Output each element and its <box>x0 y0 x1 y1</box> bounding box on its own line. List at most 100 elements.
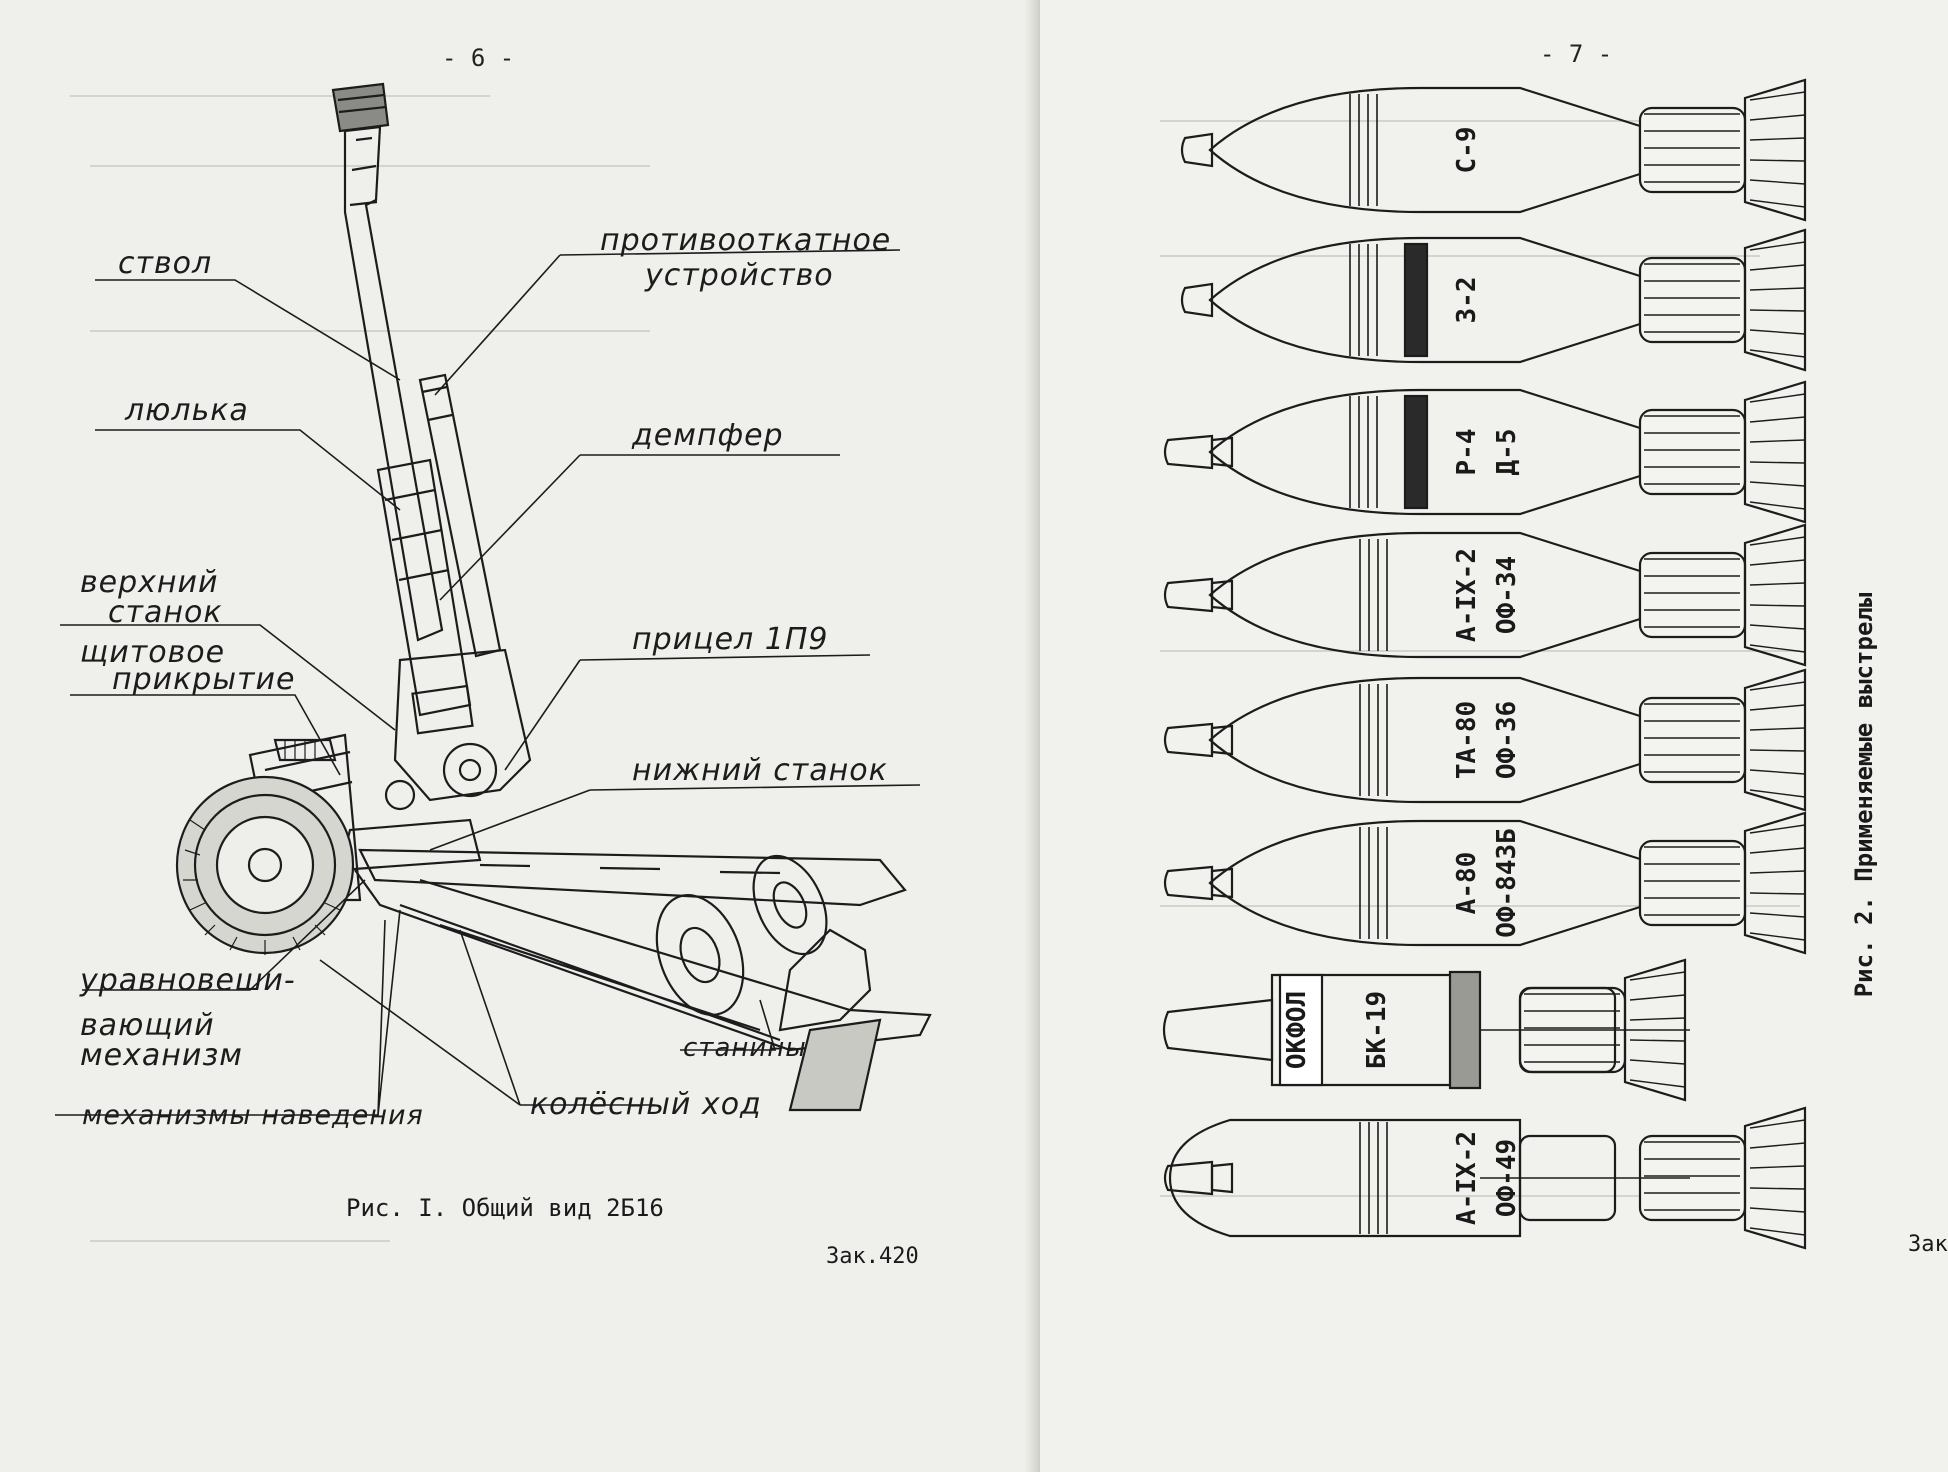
bleed-through-line <box>1160 650 1800 652</box>
shell-label-line1: БК-19 <box>1362 991 1392 1069</box>
bleed-through-line <box>1160 1195 1680 1197</box>
shell-band <box>1448 970 1482 1090</box>
shell-fin <box>1749 892 1806 895</box>
shell-fin <box>1749 287 1806 291</box>
shell-fin <box>1743 1106 1807 1250</box>
shell-fin <box>1749 393 1806 403</box>
shell-tail <box>1638 839 1747 927</box>
shell-fin <box>1749 704 1806 711</box>
shell-fin <box>1749 582 1806 586</box>
shell-fin <box>1749 1142 1806 1149</box>
shell-fin <box>1629 994 1686 1001</box>
bleed-through-line <box>70 95 490 97</box>
shell-fin <box>1749 241 1806 251</box>
figure-caption-right: Рис. 2. Применяемые выстрелы <box>1850 592 1878 997</box>
shell-fin <box>1743 380 1807 524</box>
shell-tail <box>1638 256 1747 344</box>
label-upper-line2: станок <box>108 595 223 630</box>
mortar-round: А-IX-2 ОФ-34 <box>1163 523 1807 667</box>
shell-fin <box>1749 1227 1806 1236</box>
shell-fin <box>1749 624 1806 630</box>
shell-fuze <box>1180 132 1214 168</box>
shell-tail <box>1638 408 1747 496</box>
shell-label-line1: С-9 <box>1452 127 1482 174</box>
shell-fin <box>1629 1079 1686 1088</box>
label-lower-carriage: нижний станок <box>632 753 888 788</box>
shell-label-line1: А-IX-2 <box>1452 548 1482 642</box>
shell-fuze <box>1162 998 1274 1062</box>
shell-fuze <box>1210 579 1234 611</box>
shell-label-line1: А-80 <box>1452 852 1482 915</box>
howitzer-drawing <box>55 82 932 1116</box>
shell-label-line1: А-IX-2 <box>1452 1131 1482 1225</box>
shell-fuze <box>1210 1162 1234 1194</box>
shell-fin <box>1749 439 1806 443</box>
shell-fin <box>1749 309 1806 312</box>
label-balance-line2: вающий <box>80 1008 215 1043</box>
shell-body <box>1208 676 1642 804</box>
shell-fin <box>1749 416 1806 423</box>
shell-body <box>1208 819 1642 947</box>
shell-fin <box>1749 769 1806 775</box>
barrel-outline <box>343 125 444 642</box>
bleed-through-line <box>90 330 650 332</box>
shell-fuze <box>1163 1160 1214 1196</box>
shell-fin <box>1749 91 1806 101</box>
shell-fuze <box>1210 867 1234 899</box>
shell-fin <box>1743 668 1807 812</box>
mortar-round: З-2 <box>1180 228 1807 372</box>
mortar-round: А-80 ОФ-843Б <box>1163 811 1807 955</box>
upper-carriage <box>393 648 532 802</box>
shell-fin <box>1749 536 1806 546</box>
shell-band <box>1403 394 1429 510</box>
shell-fin <box>1749 159 1806 162</box>
shell-fuze <box>1163 577 1214 613</box>
shell-tail <box>1638 106 1747 194</box>
shell-label-line2: ОФ-34 <box>1492 556 1522 634</box>
shell-fin <box>1749 114 1806 121</box>
shell-label-line1: ТА-80 <box>1452 701 1482 779</box>
bleed-through-line <box>1160 255 1760 257</box>
shell-fin <box>1743 228 1807 372</box>
shell-body <box>1208 86 1642 214</box>
label-barrel: ствол <box>118 246 213 281</box>
shell-label-line2: ОФ-843Б <box>1492 828 1522 938</box>
shell-tail <box>1638 696 1747 784</box>
shell-fin <box>1749 1165 1806 1169</box>
shell-fuze <box>1163 434 1214 470</box>
shell-fin <box>1743 811 1807 955</box>
shell-band <box>1403 242 1429 358</box>
shell-fuze <box>1210 436 1234 468</box>
leader-lines <box>55 249 921 1116</box>
shell-fin <box>1749 137 1806 141</box>
shell-fin <box>1629 1017 1686 1021</box>
order-number-right: Зак <box>1908 1232 1948 1257</box>
right-page: - 7 - <box>1040 0 1948 1472</box>
mortar-round: С-9 <box>1180 78 1807 222</box>
shell-fin <box>1749 461 1806 464</box>
shell-fin <box>1749 1119 1806 1129</box>
shell-fin <box>1749 789 1806 798</box>
shell-fin <box>1749 604 1806 607</box>
shell-fin <box>1749 481 1806 487</box>
figure-caption-left: Рис. I. Общий вид 2Б16 <box>346 1194 664 1222</box>
shell-fin <box>1749 199 1806 208</box>
shell-fin <box>1749 824 1806 834</box>
bleed-through-line <box>1160 905 1800 907</box>
shell-fin <box>1749 501 1806 510</box>
label-sight: прицел 1П9 <box>632 622 829 657</box>
shell-fin <box>1749 349 1806 358</box>
shell-fin <box>1749 932 1806 941</box>
shell-fin <box>1749 179 1806 185</box>
label-damper: демпфер <box>632 418 784 453</box>
label-balance-line3: механизм <box>80 1038 243 1073</box>
shell-label-line1: Р-4 <box>1452 429 1482 476</box>
shell-fuze <box>1163 865 1214 901</box>
trail-upper <box>358 848 907 907</box>
shell-body <box>1168 1118 1522 1238</box>
page-number-right: - 7 - <box>1540 40 1613 68</box>
label-trails: станины <box>683 1033 807 1063</box>
shell-fin <box>1749 644 1806 653</box>
